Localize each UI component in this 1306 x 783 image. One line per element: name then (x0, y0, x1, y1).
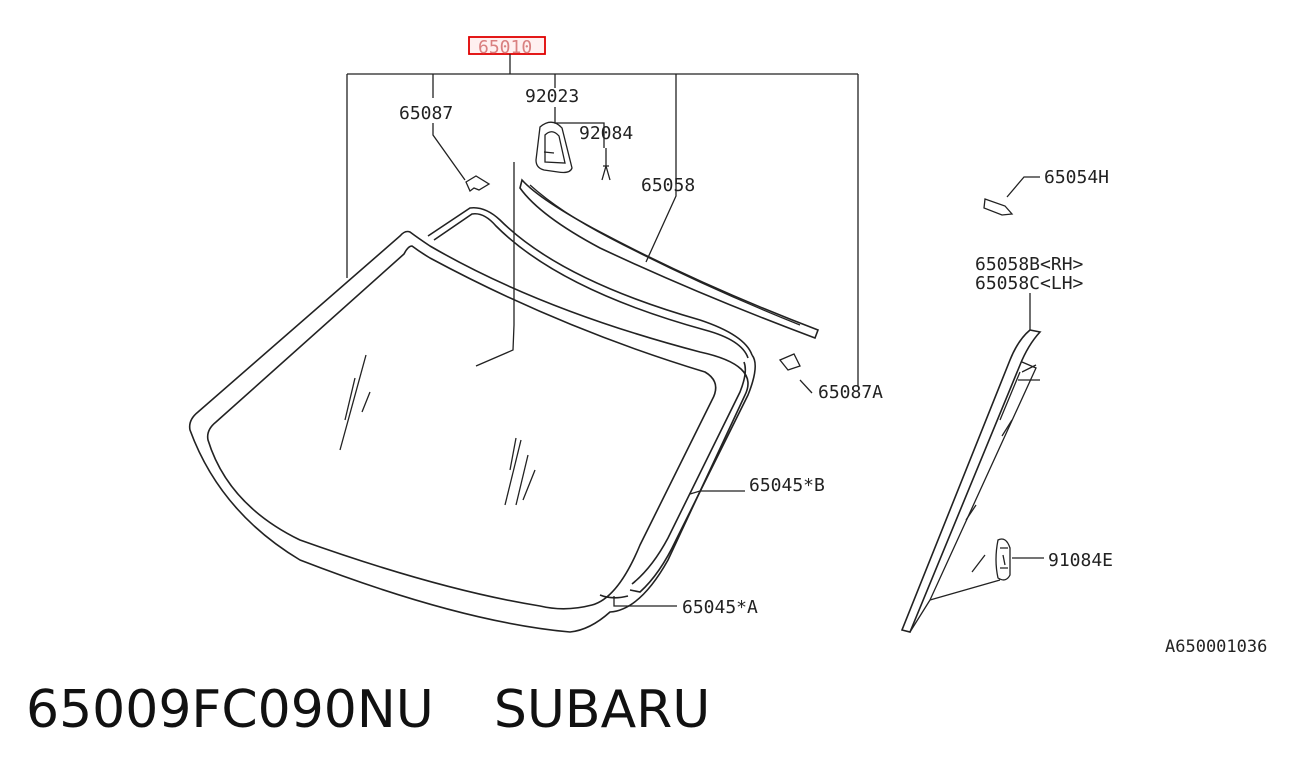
molding-65054H-icon (983, 198, 1014, 216)
windshield-glass (188, 206, 756, 633)
parts-diagram: 65010 65087 92023 92084 65058 65054H 650… (188, 36, 1267, 657)
clip-65087A-icon (778, 353, 801, 371)
dam-65045A-icon (599, 594, 629, 599)
label-91084E[interactable]: 91084E (1048, 550, 1113, 571)
brand-name: SUBARU (493, 680, 711, 740)
label-65087[interactable]: 65087 (399, 103, 453, 124)
pillar-molding-65058BC (900, 329, 1042, 633)
assembly-highlight-box[interactable] (468, 36, 546, 55)
molding-65058-icon (519, 178, 820, 340)
label-65058B-RH[interactable]: 65058B<RH> (975, 254, 1084, 275)
mirror-base-92023-icon (535, 121, 573, 174)
clip-65087-icon (465, 175, 491, 193)
label-65045A[interactable]: 65045*A (682, 597, 758, 618)
label-65045B[interactable]: 65045*B (749, 475, 825, 496)
part-number: 65009FC090NU (26, 680, 434, 740)
label-65087A[interactable]: 65087A (818, 382, 883, 403)
leader-bracket (346, 54, 859, 386)
label-65058[interactable]: 65058 (641, 175, 695, 196)
label-65058C-LH[interactable]: 65058C<LH> (975, 273, 1084, 294)
screw-92084-icon (601, 148, 611, 181)
label-65010[interactable]: 65010 (478, 37, 532, 58)
label-65054H[interactable]: 65054H (1044, 167, 1109, 188)
figure-id: A650001036 (1165, 637, 1267, 657)
footer: 65009FC090NU SUBARU (26, 680, 710, 740)
label-92084[interactable]: 92084 (579, 123, 633, 144)
label-92023[interactable]: 92023 (525, 86, 579, 107)
clip-91084E-icon (995, 538, 1011, 581)
